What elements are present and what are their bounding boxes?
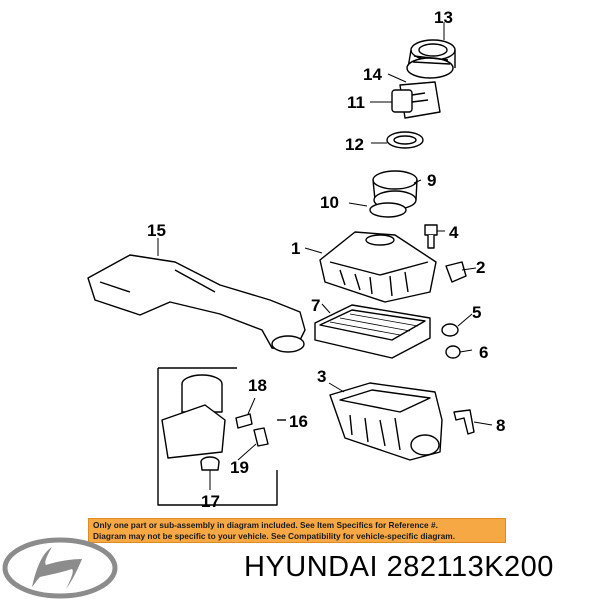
hyundai-logo-icon — [2, 537, 118, 599]
brand-name: HYUNDAI — [244, 551, 379, 583]
callout-3: 3 — [317, 367, 326, 386]
part-airflow-sensor — [391, 81, 441, 119]
diagram-notice-banner: Only one part or sub-assembly in diagram… — [88, 518, 506, 543]
callout-17: 17 — [201, 492, 220, 511]
callout-13: 13 — [434, 8, 453, 27]
part-air-cleaner-cover — [319, 231, 437, 303]
callout-6: 6 — [479, 343, 488, 362]
callout-9: 9 — [427, 171, 436, 190]
part-filter-element — [314, 304, 431, 359]
part-number: 282113K200 — [386, 551, 554, 583]
part-bracket — [453, 409, 475, 435]
callout-5: 5 — [472, 303, 481, 322]
leader-lines — [157, 22, 493, 490]
part-lower-housing — [329, 382, 443, 461]
callout-19: 19 — [230, 458, 249, 477]
notice-line-2: Diagram may not be specific to your vehi… — [93, 531, 455, 541]
part-clip — [445, 261, 467, 283]
callout-11: 11 — [347, 93, 365, 112]
part-small-hardware — [200, 413, 269, 471]
part-caption: HYUNDAI 282113K200 — [244, 551, 554, 584]
callout-1: 1 — [291, 239, 300, 258]
callout-12: 12 — [345, 135, 364, 154]
part-bolt — [424, 224, 438, 249]
callout-8: 8 — [496, 416, 505, 435]
notice-line-1: Only one part or sub-assembly in diagram… — [93, 520, 438, 530]
part-clamp-upper — [386, 131, 424, 149]
callout-10: 10 — [320, 193, 339, 212]
callout-7: 7 — [311, 296, 320, 315]
part-intake-duct — [87, 254, 306, 353]
callout-16: 16 — [289, 412, 308, 431]
callout-4: 4 — [449, 223, 459, 242]
part-resonator — [161, 374, 226, 459]
callout-2: 2 — [476, 258, 485, 277]
callout-14: 14 — [363, 65, 382, 84]
callout-18: 18 — [248, 376, 267, 395]
part-coupling — [369, 170, 418, 218]
part-air-hose-top — [406, 39, 456, 79]
part-grommets — [441, 323, 461, 359]
callout-15: 15 — [147, 221, 166, 240]
